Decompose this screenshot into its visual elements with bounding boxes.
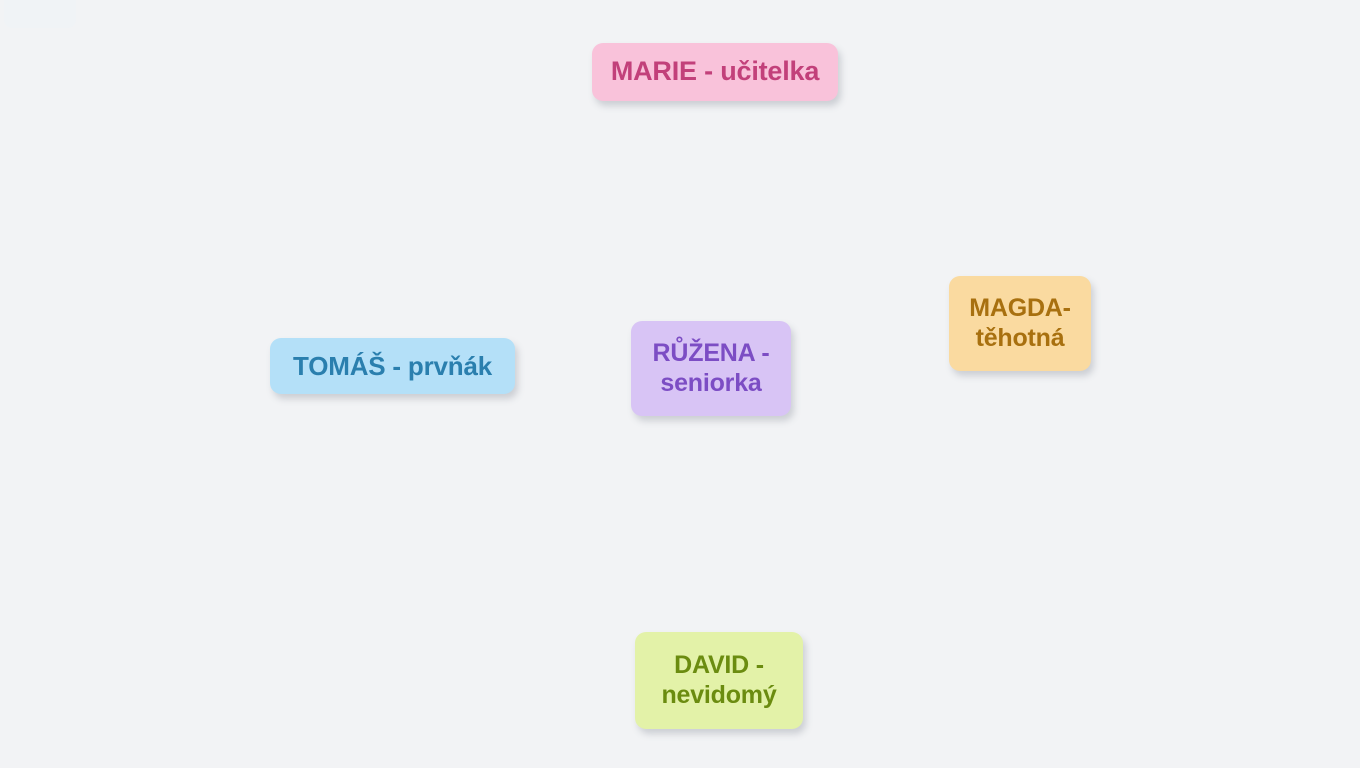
card-ruzena[interactable]: RŮŽENA - seniorka [631, 321, 791, 416]
corner-artifact [4, 0, 76, 28]
card-tomas[interactable]: TOMÁŠ - prvňák [270, 338, 515, 394]
card-david[interactable]: DAVID - nevidomý [635, 632, 803, 729]
card-david-label: DAVID - nevidomý [661, 651, 777, 709]
card-magda[interactable]: MAGDA- těhotná [949, 276, 1091, 371]
card-marie-label: MARIE - učitelka [610, 56, 820, 87]
card-tomas-label: TOMÁŠ - prvňák [293, 350, 492, 381]
card-ruzena-label: RŮŽENA - seniorka [652, 339, 770, 397]
card-marie[interactable]: MARIE - učitelka [592, 43, 838, 101]
card-magda-label: MAGDA- těhotná [969, 294, 1071, 352]
